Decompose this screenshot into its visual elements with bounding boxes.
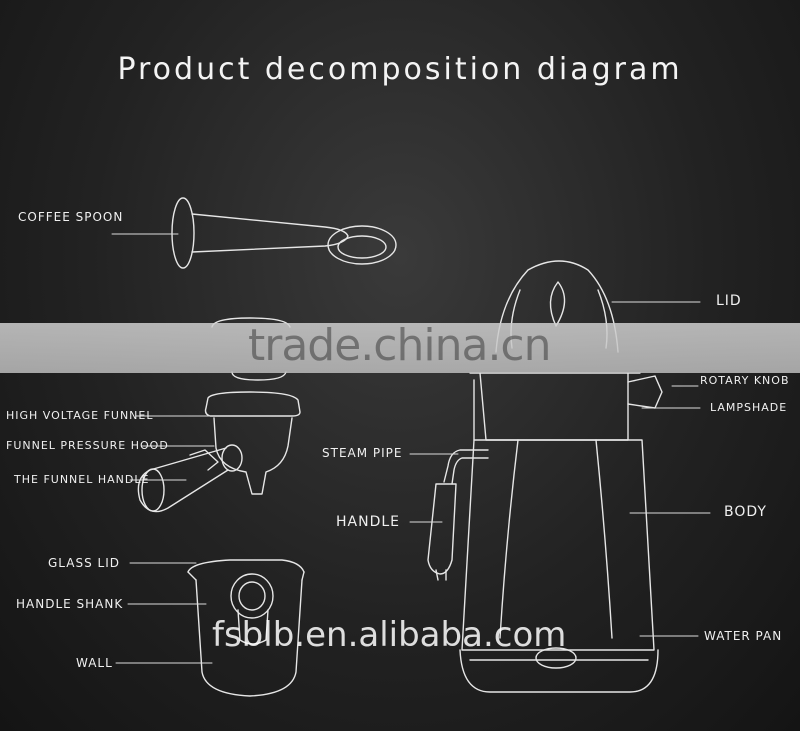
diagram-title: Product decomposition diagram	[117, 52, 683, 87]
coffee-spoon-drawing	[171, 197, 397, 269]
watermark-top: trade.china.cn	[248, 320, 552, 371]
funnel-drawing	[137, 391, 301, 513]
label-funnel-handle: the funnel handle	[14, 473, 150, 486]
label-steam-pipe: steam pipe	[322, 446, 403, 460]
label-high-voltage-funnel: high voltage funnel	[6, 409, 154, 422]
label-funnel-pressure-hood: funnel pressure hood	[6, 439, 169, 452]
label-coffee-spoon: coffee spoon	[18, 210, 124, 224]
label-handle-shank: handle shank	[16, 597, 124, 611]
label-lampshade: lampshade	[710, 401, 788, 414]
pressure-hood-drawing	[211, 317, 291, 381]
glass-pot-drawing	[187, 559, 305, 697]
machine-drawing	[427, 260, 663, 693]
leader-lines	[111, 233, 711, 664]
label-lid: lid	[716, 293, 742, 309]
label-body: body	[724, 504, 767, 520]
label-rotary-knob: rotary knob	[700, 374, 790, 387]
label-glass-lid: glass lid	[48, 556, 120, 570]
watermark-band	[0, 323, 800, 373]
label-water-pan: water pan	[704, 629, 783, 643]
watermark-bottom: fsblb.en.alibaba.com	[212, 615, 567, 655]
label-wall: wall	[76, 656, 113, 670]
label-handle: handle	[336, 514, 401, 530]
